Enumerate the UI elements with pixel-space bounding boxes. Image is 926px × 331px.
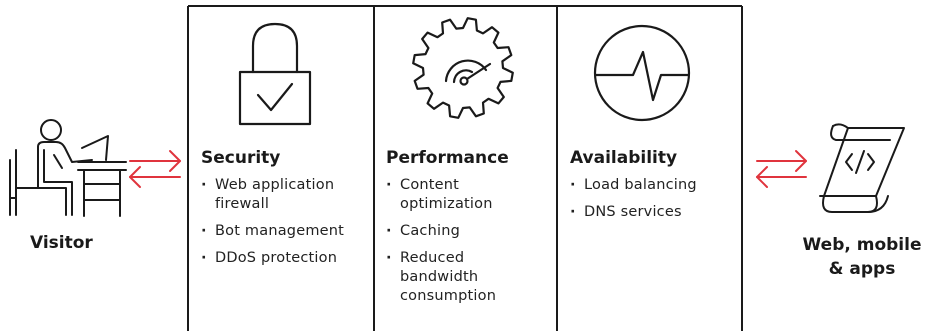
web-mobile-apps-label-line2: & apps — [828, 259, 896, 279]
list-item: Reduced bandwidth consumption — [386, 249, 554, 306]
security-list: Web application firewall Bot management … — [201, 176, 371, 276]
web-mobile-apps-label-line1: Web, mobile — [802, 235, 922, 255]
list-item-line: Load balancing — [584, 177, 697, 193]
panel-title-performance: Performance — [386, 148, 509, 168]
panel-title-availability: Availability — [570, 148, 678, 168]
right-bidirectional-arrows-icon — [756, 150, 807, 188]
list-item-line: firewall — [215, 196, 270, 212]
panel-frame — [187, 5, 743, 331]
performance-list: Content optimization Caching Reduced ban… — [386, 176, 554, 314]
list-item-line: Reduced — [400, 250, 465, 266]
list-item-line: optimization — [400, 196, 493, 212]
list-item: Caching — [386, 222, 554, 241]
list-item: Content optimization — [386, 176, 554, 214]
list-item: Bot management — [201, 222, 371, 241]
padlock-check-icon — [238, 22, 312, 126]
list-item-line: bandwidth — [400, 269, 479, 285]
panel-title-security: Security — [201, 148, 281, 168]
heartbeat-monitor-icon — [593, 24, 691, 122]
list-item-line: DNS services — [584, 204, 682, 220]
list-item-line: Content — [400, 177, 460, 193]
list-item-line: Caching — [400, 223, 460, 239]
code-scroll-icon — [819, 123, 905, 213]
availability-list: Load balancing DNS services — [570, 176, 740, 230]
visitor-label: Visitor — [30, 233, 93, 253]
list-item-line: Web application — [215, 177, 335, 193]
list-item: Load balancing — [570, 176, 740, 195]
list-item-line: consumption — [400, 288, 497, 304]
list-item-line: DDoS protection — [215, 250, 338, 266]
left-bidirectional-arrows-icon — [129, 150, 181, 188]
visitor-at-laptop-icon — [9, 119, 127, 217]
list-item-line: Bot management — [215, 223, 345, 239]
web-mobile-apps-label: Web, mobile & apps — [802, 233, 922, 281]
gear-speedometer-icon — [412, 17, 514, 119]
list-item: DNS services — [570, 203, 740, 222]
list-item: DDoS protection — [201, 249, 371, 268]
list-item: Web application firewall — [201, 176, 371, 214]
